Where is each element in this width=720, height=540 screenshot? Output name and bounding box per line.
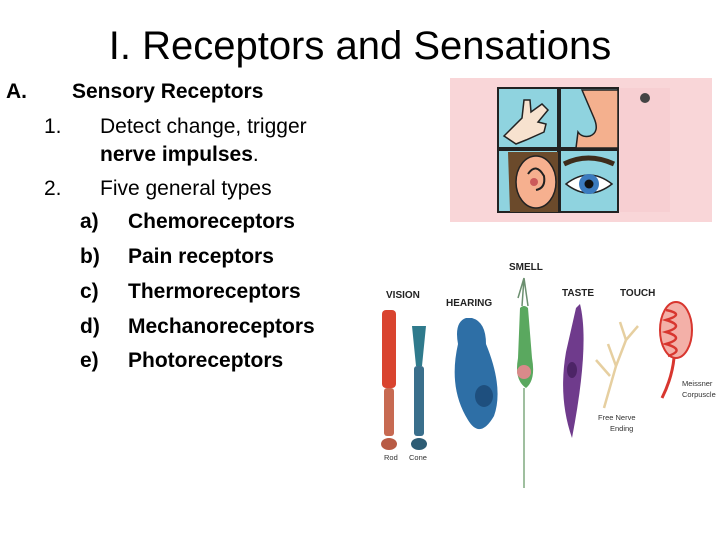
label-free-nerve-2: Ending bbox=[610, 424, 633, 433]
outline-1-bold: nerve impulses bbox=[100, 143, 253, 166]
label-taste: TASTE bbox=[562, 288, 594, 299]
label-smell: SMELL bbox=[509, 262, 543, 273]
slide-title: I. Receptors and Sensations bbox=[108, 24, 612, 68]
rod-cell-drawing bbox=[381, 310, 397, 450]
meissner-corpuscle-drawing bbox=[659, 301, 693, 399]
label-vision: VISION bbox=[386, 290, 420, 301]
hearing-cell-drawing bbox=[454, 318, 498, 430]
free-nerve-ending-drawing bbox=[595, 321, 639, 409]
ear-tile bbox=[497, 149, 559, 213]
type-marker: e) bbox=[80, 349, 99, 372]
outline-1-line1: Detect change, trigger bbox=[100, 115, 307, 138]
outline-2-text: Five general types bbox=[100, 177, 272, 200]
type-label: Mechanoreceptors bbox=[128, 315, 315, 338]
outline-a-text: Sensory Receptors bbox=[72, 80, 264, 103]
label-free-nerve-1: Free Nerve bbox=[598, 413, 636, 422]
outline-1-line2: nerve impulses. bbox=[100, 143, 259, 167]
cone-cell-drawing bbox=[411, 326, 427, 450]
eye-tile bbox=[559, 149, 619, 213]
outline-1-marker: 1. bbox=[44, 115, 62, 138]
outline-2-marker: 2. bbox=[44, 177, 62, 200]
type-label: Photoreceptors bbox=[128, 349, 284, 372]
type-marker: d) bbox=[80, 315, 100, 338]
type-label: Thermoreceptors bbox=[128, 280, 301, 303]
outline-1-tail: . bbox=[252, 143, 259, 166]
type-marker: c) bbox=[80, 280, 99, 303]
type-marker: a) bbox=[80, 210, 99, 233]
hand-tile bbox=[497, 87, 559, 149]
cat-head-decoration bbox=[620, 88, 670, 212]
smell-cell-drawing bbox=[517, 277, 534, 488]
label-touch: TOUCH bbox=[620, 288, 655, 299]
outline-a-marker: A. bbox=[6, 80, 27, 103]
label-meissner-1: Meissner bbox=[682, 379, 713, 388]
taste-cell-drawing bbox=[563, 304, 584, 438]
nose-tile bbox=[559, 87, 619, 149]
type-label: Chemoreceptors bbox=[128, 210, 295, 233]
receptor-cells-figure: VISION HEARING SMELL TASTE TOUCH Rod Con… bbox=[381, 262, 716, 488]
label-meissner-2: Corpuscle bbox=[682, 390, 716, 399]
label-cone: Cone bbox=[409, 453, 427, 462]
label-hearing: HEARING bbox=[446, 298, 492, 309]
label-rod: Rod bbox=[384, 453, 398, 462]
senses-panel-image bbox=[450, 78, 712, 222]
type-marker: b) bbox=[80, 245, 100, 268]
type-label: Pain receptors bbox=[128, 245, 274, 268]
